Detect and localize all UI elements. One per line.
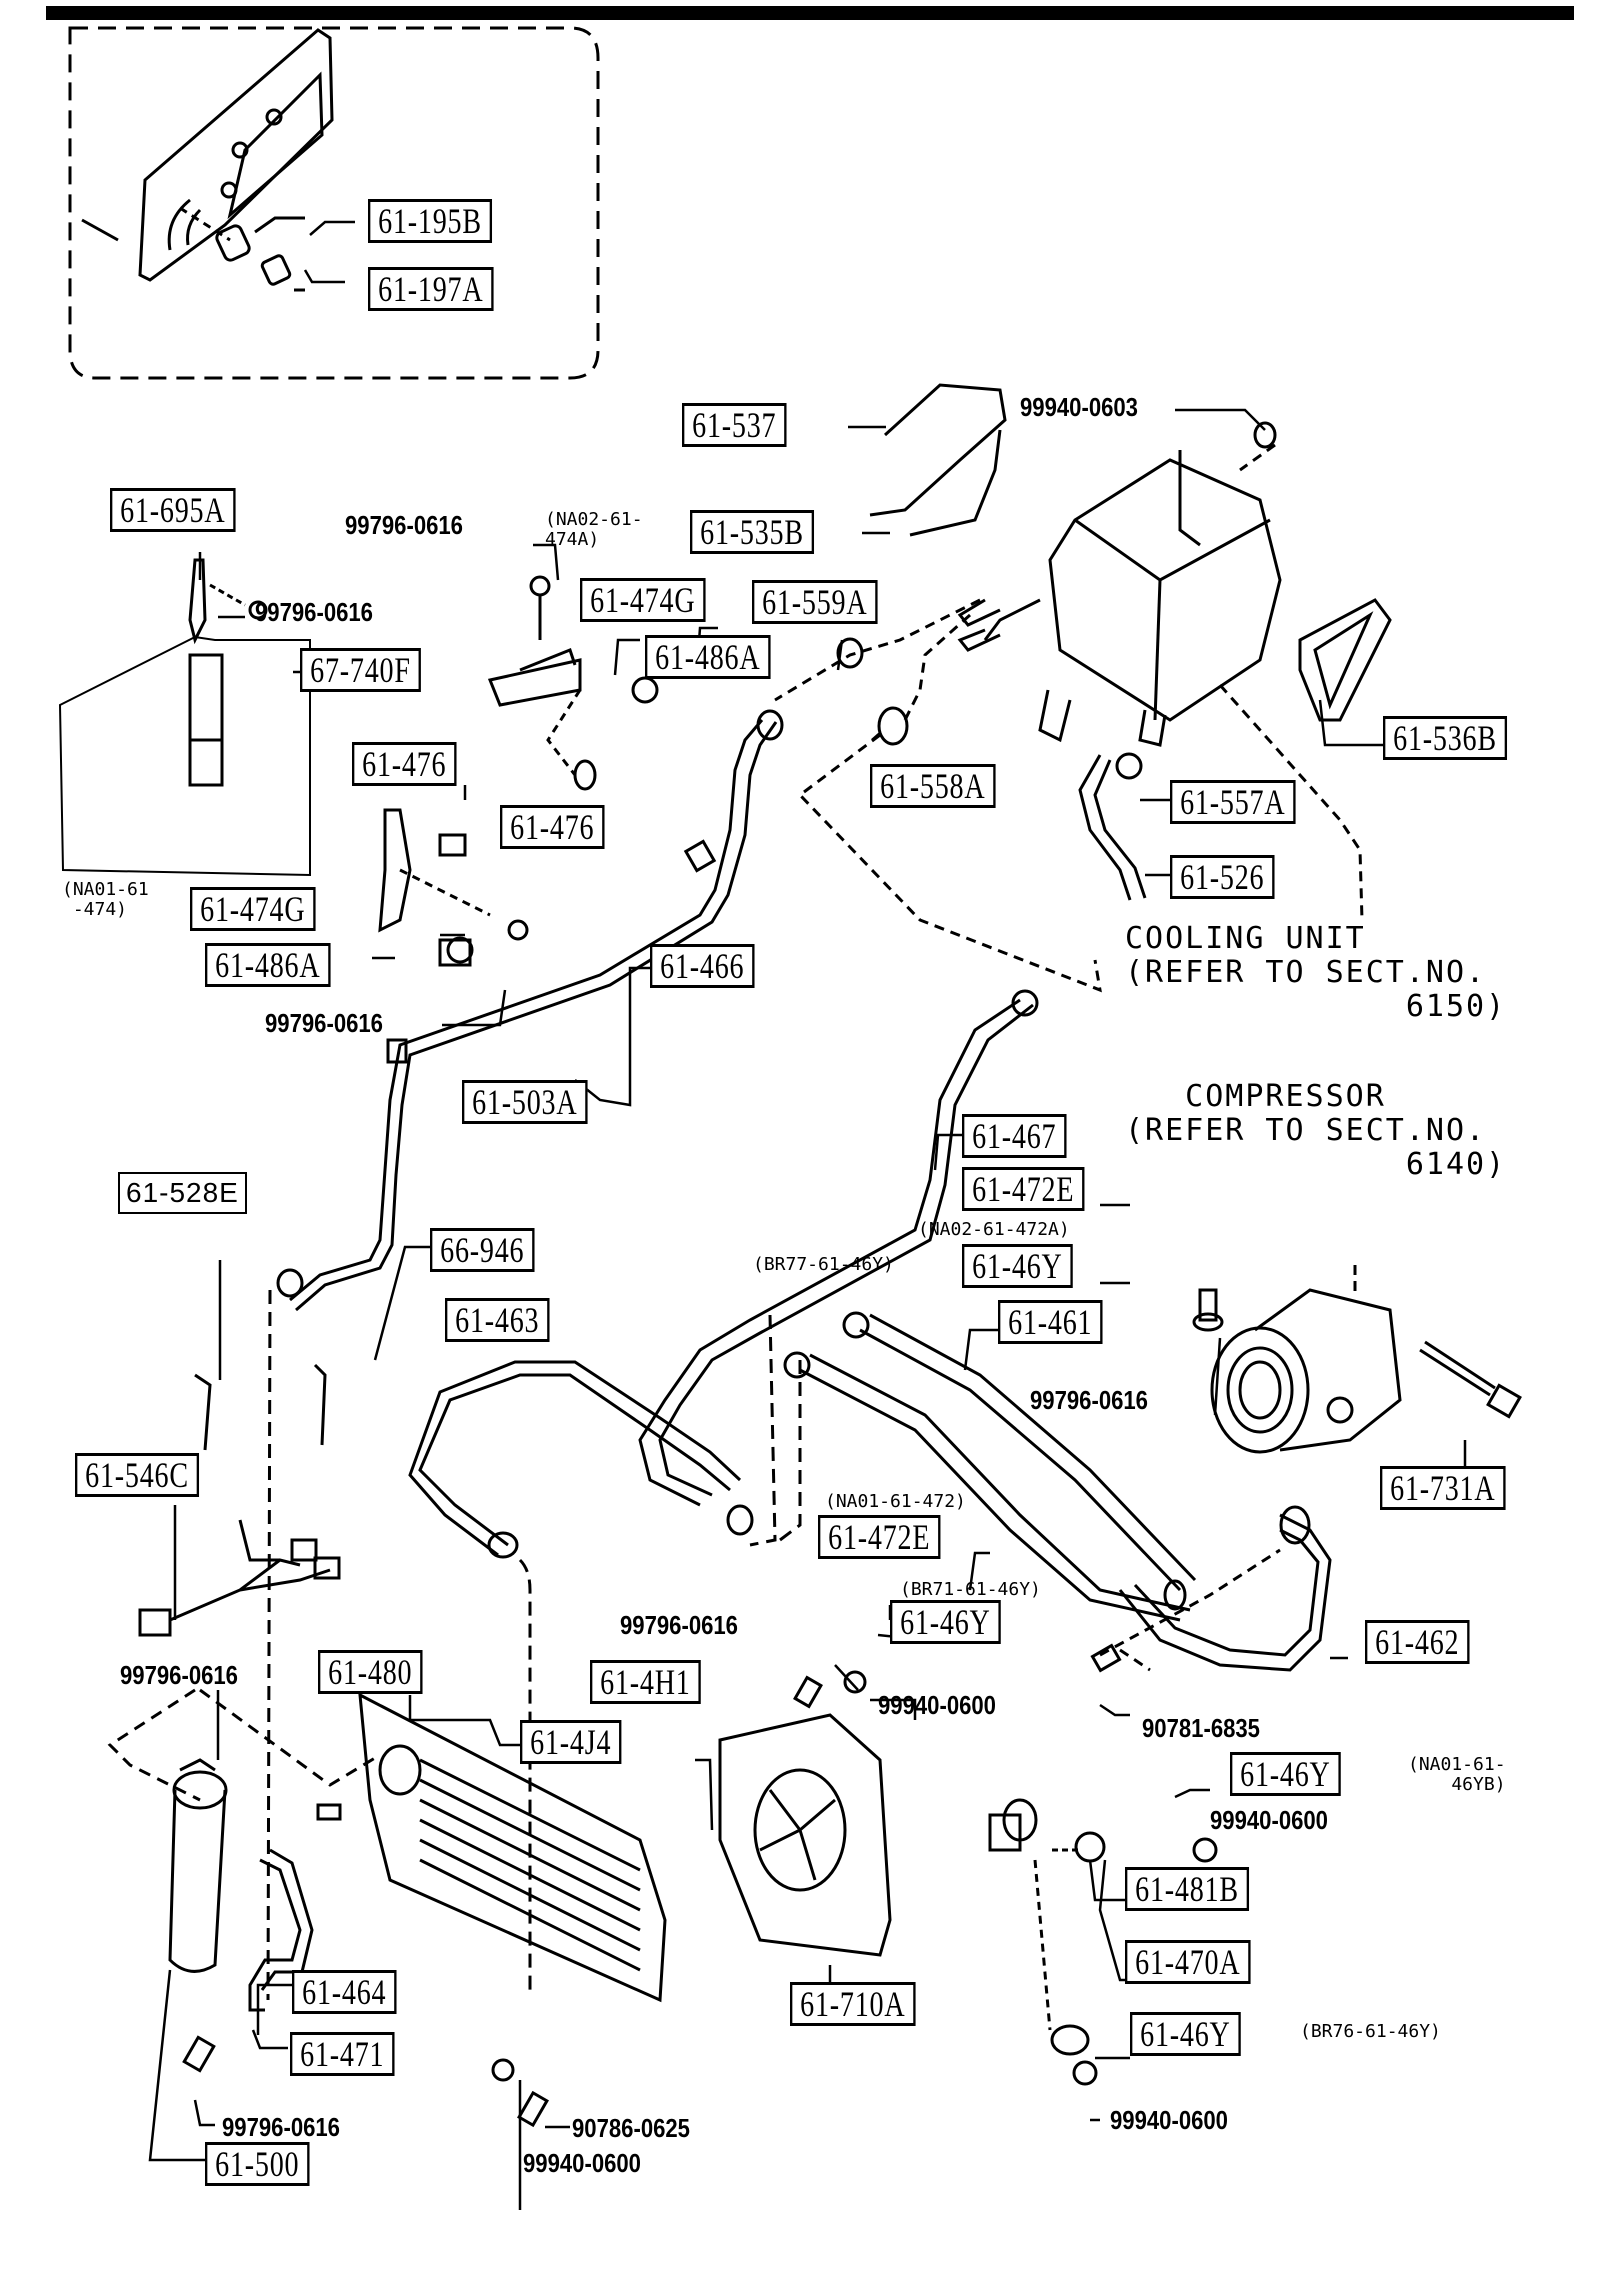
line-61-467-drawing bbox=[638, 989, 1039, 1507]
callout-99796-0616-top[interactable]: 99796-0616 bbox=[345, 510, 463, 540]
note-br76-61-46y: (BR76-61-46Y) bbox=[1300, 2021, 1441, 2042]
note-na01-61-474: (NA01-61 -474) bbox=[62, 879, 149, 920]
callout-99796-0616-compressor[interactable]: 99796-0616 bbox=[1030, 1385, 1148, 1415]
callout-90781-6835[interactable]: 90781-6835 bbox=[1142, 1713, 1260, 1743]
callout-61-559A[interactable]: 61-559A bbox=[752, 580, 878, 624]
callout-61-474G-upper[interactable]: 61-474G bbox=[580, 578, 706, 622]
bolt-61-731A bbox=[1419, 1348, 1491, 1397]
harness-drawing bbox=[138, 1519, 341, 1637]
callout-61-476-right[interactable]: 61-476 bbox=[500, 805, 605, 849]
callout-61-472E-lower[interactable]: 61-472E bbox=[818, 1515, 941, 1559]
receiver-drier-drawing bbox=[168, 1758, 228, 1973]
note-na02-61-472a: (NA02-61-472A) bbox=[918, 1219, 1070, 1240]
callout-61-46Y-upper[interactable]: 61-46Y bbox=[962, 1244, 1073, 1288]
callout-61-481B[interactable]: 61-481B bbox=[1125, 1867, 1250, 1911]
callout-90786-0625[interactable]: 90786-0625 bbox=[572, 2113, 690, 2143]
callout-61-464[interactable]: 61-464 bbox=[292, 1970, 397, 2014]
gasket-drawing bbox=[1298, 598, 1392, 722]
note-na01-61-46yb: (NA01-61- 46YB) bbox=[1408, 1754, 1506, 1795]
callout-66-946[interactable]: 66-946 bbox=[430, 1228, 535, 1272]
callout-99796-0616-line[interactable]: 99796-0616 bbox=[265, 1008, 383, 1038]
callout-99940-0600-switch[interactable]: 99940-0600 bbox=[1210, 1805, 1328, 1835]
callout-61-536B[interactable]: 61-536B bbox=[1383, 716, 1508, 760]
callout-61-528E[interactable]: 61-528E bbox=[118, 1172, 247, 1214]
bracket-474g-lower-drawing bbox=[378, 808, 529, 967]
callout-61-471[interactable]: 61-471 bbox=[290, 2032, 395, 2076]
cooling-unit-reference: COOLING UNIT (REFER TO SECT.NO. 6150) bbox=[1125, 921, 1507, 1024]
condenser-drawing bbox=[358, 1692, 667, 2003]
header-bar bbox=[46, 6, 1574, 20]
inset-dashed-box bbox=[68, 26, 600, 380]
callout-61-4H1[interactable]: 61-4H1 bbox=[590, 1660, 701, 1704]
callout-99796-0616-fan[interactable]: 99796-0616 bbox=[620, 1610, 738, 1640]
note-br77-61-46y: (BR77-61-46Y) bbox=[753, 1254, 894, 1275]
callout-99940-0600-bottom-right[interactable]: 99940-0600 bbox=[1110, 2105, 1228, 2135]
callout-61-476-left[interactable]: 61-476 bbox=[352, 742, 457, 786]
callout-61-4J4[interactable]: 61-4J4 bbox=[520, 1720, 622, 1764]
line-61-466-drawing bbox=[276, 709, 784, 1312]
note-br71-61-46y: (BR71-61-46Y) bbox=[900, 1579, 1041, 1600]
callout-61-710A[interactable]: 61-710A bbox=[790, 1982, 916, 2026]
control-panel-drawing bbox=[81, 28, 334, 292]
callout-99796-0616-bottom[interactable]: 99796-0616 bbox=[222, 2112, 340, 2142]
callout-61-557A[interactable]: 61-557A bbox=[1170, 780, 1296, 824]
brackets-drawing bbox=[869, 383, 1007, 537]
callout-99940-0600-fan[interactable]: 99940-0600 bbox=[878, 1690, 996, 1720]
compressor-reference: COMPRESSOR (REFER TO SECT.NO. 6140) bbox=[1125, 1079, 1507, 1182]
relay-drawing bbox=[58, 558, 311, 877]
compressor-drawing bbox=[1210, 1265, 1402, 1454]
callout-61-500[interactable]: 61-500 bbox=[205, 2142, 310, 2186]
callout-99940-0603[interactable]: 99940-0603 bbox=[1020, 392, 1138, 422]
callout-61-731A[interactable]: 61-731A bbox=[1380, 1466, 1506, 1510]
leader-lines bbox=[148, 220, 1467, 2210]
callout-61-461[interactable]: 61-461 bbox=[998, 1300, 1103, 1344]
callout-61-486A-lower[interactable]: 61-486A bbox=[205, 943, 331, 987]
fasteners-drawing bbox=[182, 1288, 1224, 2128]
note-na01-61-472: (NA01-61-472) bbox=[825, 1491, 966, 1512]
callout-61-535B[interactable]: 61-535B bbox=[690, 510, 815, 554]
callout-61-467[interactable]: 61-467 bbox=[962, 1114, 1067, 1158]
drain-hose-drawing bbox=[1078, 754, 1132, 901]
bracket-474g-drawing bbox=[487, 575, 659, 791]
callout-61-503A[interactable]: 61-503A bbox=[462, 1080, 588, 1124]
callout-61-558A[interactable]: 61-558A bbox=[870, 764, 996, 808]
callout-61-46Y-switch[interactable]: 61-46Y bbox=[1230, 1752, 1341, 1796]
callout-61-46Y-lower[interactable]: 61-46Y bbox=[1130, 2012, 1241, 2056]
line-61-463-drawing bbox=[408, 1360, 754, 1559]
callout-99796-0616-relay[interactable]: 99796-0616 bbox=[255, 597, 373, 627]
callout-61-695A[interactable]: 61-695A bbox=[110, 488, 236, 532]
line-61-464-drawing bbox=[248, 1858, 302, 2012]
callout-61-480[interactable]: 61-480 bbox=[318, 1650, 423, 1694]
callout-61-474G-lower[interactable]: 61-474G bbox=[190, 887, 316, 931]
cooling-unit-drawing bbox=[957, 450, 1282, 747]
fan-drawing bbox=[718, 1713, 892, 1957]
callout-99940-0600-bottom[interactable]: 99940-0600 bbox=[523, 2148, 641, 2178]
callout-61-197A[interactable]: 61-197A bbox=[368, 267, 494, 311]
callout-99796-0616-drier[interactable]: 99796-0616 bbox=[120, 1660, 238, 1690]
callout-61-462[interactable]: 61-462 bbox=[1365, 1620, 1470, 1664]
hose-61-461-drawing bbox=[783, 1311, 1197, 1622]
callout-61-46Y-middle[interactable]: 61-46Y bbox=[890, 1600, 1001, 1644]
hose-61-462-drawing bbox=[1118, 1505, 1332, 1672]
callout-61-472E-upper[interactable]: 61-472E bbox=[962, 1167, 1085, 1211]
callout-61-546C[interactable]: 61-546C bbox=[75, 1453, 200, 1497]
callout-61-537[interactable]: 61-537 bbox=[682, 403, 787, 447]
callout-61-470A[interactable]: 61-470A bbox=[1125, 1940, 1251, 1984]
callout-61-195B[interactable]: 61-195B bbox=[368, 199, 493, 243]
callout-67-740F[interactable]: 67-740F bbox=[300, 648, 421, 692]
callout-61-526[interactable]: 61-526 bbox=[1170, 855, 1275, 899]
callout-61-463[interactable]: 61-463 bbox=[445, 1298, 550, 1342]
callout-61-486A-upper[interactable]: 61-486A bbox=[645, 635, 771, 679]
note-na02-61-474a: (NA02-61- 474A) bbox=[545, 509, 643, 550]
callout-61-466[interactable]: 61-466 bbox=[650, 944, 755, 988]
